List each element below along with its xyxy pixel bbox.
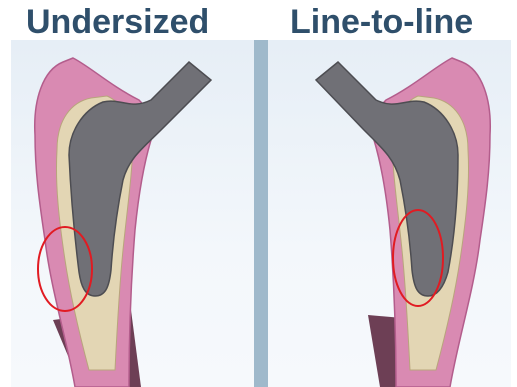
- femur-line-to-line-illustration: [268, 40, 511, 387]
- title-undersized: Undersized: [26, 2, 209, 42]
- title-line-to-line: Line-to-line: [290, 2, 473, 42]
- panel-undersized: [11, 40, 254, 387]
- panel-line-to-line: [268, 40, 511, 387]
- femur-undersized-illustration: [11, 40, 254, 387]
- panel-divider: [254, 40, 268, 387]
